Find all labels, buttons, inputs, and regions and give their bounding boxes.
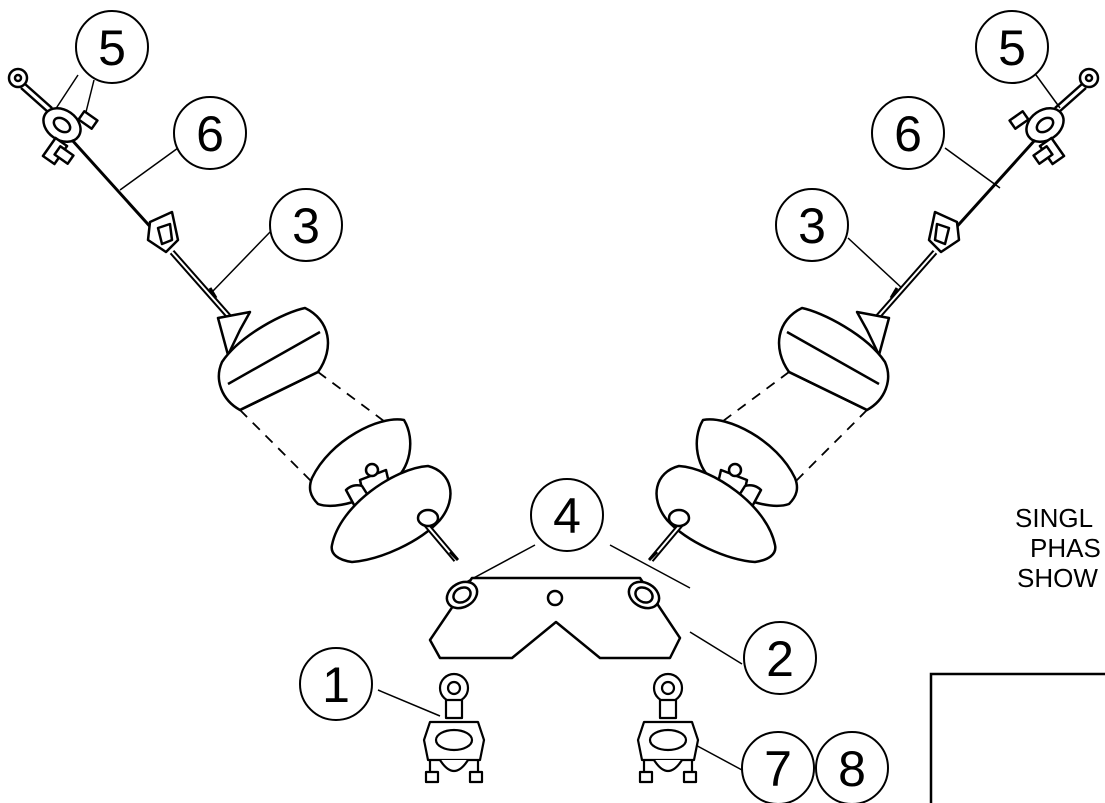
left-clevis — [146, 210, 180, 254]
yoke-right-pin — [627, 580, 661, 610]
svg-text:4: 4 — [553, 488, 581, 544]
right-clevis — [927, 210, 961, 254]
svg-text:7: 7 — [764, 741, 792, 797]
svg-text:3: 3 — [798, 198, 826, 254]
callout-1: 1 — [299, 647, 373, 721]
svg-text:2: 2 — [766, 631, 794, 687]
left-upper-cap — [216, 310, 252, 357]
callout-3-left: 3 — [269, 188, 343, 262]
svg-text:5: 5 — [998, 20, 1026, 76]
leader-lines — [54, 74, 1061, 771]
left-anchor-eye — [7, 67, 99, 166]
callout-3-right: 3 — [775, 188, 849, 262]
callout-4: 4 — [530, 478, 604, 552]
svg-text:8: 8 — [838, 741, 866, 797]
svg-text:1: 1 — [322, 657, 350, 713]
callout-6-right: 6 — [871, 96, 945, 170]
callout-6-left: 6 — [173, 96, 247, 170]
right-insulator-string — [647, 67, 1100, 564]
note-line-2: PHAS — [1030, 533, 1101, 563]
yoke-center-hole — [546, 589, 564, 607]
callout-7: 7 — [741, 731, 815, 803]
yoke-left-pin — [445, 580, 479, 610]
callout-8: 8 — [815, 731, 889, 803]
svg-text:5: 5 — [98, 20, 126, 76]
phase-note: SINGL PHAS SHOW — [1015, 503, 1101, 593]
right-suspension-clamp — [636, 672, 700, 784]
right-anchor-eye — [1008, 67, 1100, 166]
svg-text:6: 6 — [894, 106, 922, 162]
svg-text:3: 3 — [292, 198, 320, 254]
callout-2: 2 — [743, 621, 817, 695]
note-line-3: SHOW — [1017, 563, 1098, 593]
left-insulator-string — [7, 67, 460, 564]
note-line-1: SINGL — [1015, 503, 1093, 533]
yoke-plate — [428, 576, 682, 660]
svg-text:6: 6 — [196, 106, 224, 162]
callout-5-left: 5 — [75, 10, 149, 84]
left-suspension-clamp — [422, 672, 486, 784]
callouts: 5 6 3 4 1 2 7 8 — [75, 10, 1049, 803]
title-block-frame — [929, 672, 1105, 803]
right-upper-cap — [855, 310, 891, 357]
callout-5-right: 5 — [975, 10, 1049, 84]
